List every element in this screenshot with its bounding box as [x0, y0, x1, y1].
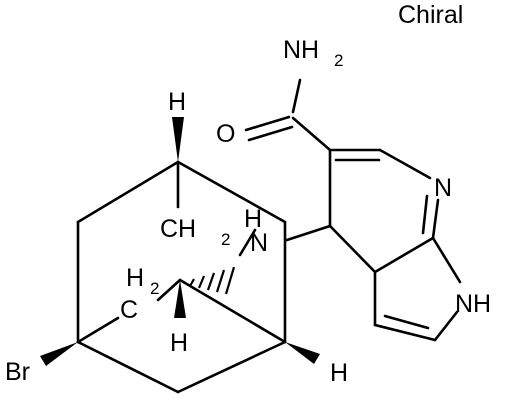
- amide-bonds: [244, 78, 332, 152]
- atom-labels: NH 2 O N NH H N Br H H H CH 2 H 2 C: [5, 36, 491, 387]
- ch2-lower-c-label: C: [120, 296, 138, 324]
- amine-h-label: H: [244, 205, 262, 233]
- hashed-bond: [189, 266, 236, 295]
- stereo-wedges: [40, 117, 320, 366]
- ch2-lower-subscript: 2: [150, 279, 159, 298]
- pyridine-n-label: N: [434, 174, 452, 202]
- carbonyl-o-label: O: [216, 120, 235, 148]
- amide-nh-label: NH: [283, 36, 319, 64]
- adamantane-bonds: [76, 160, 287, 394]
- bromine-label: Br: [5, 358, 30, 386]
- chiral-label: Chiral: [398, 1, 463, 29]
- amide-nh-subscript: 2: [334, 51, 343, 70]
- pyrrole-nh-label: NH: [455, 290, 491, 318]
- h-top-label: H: [168, 88, 186, 116]
- amine-bonds: [238, 224, 332, 257]
- ch2-lower-h-label: H: [126, 264, 144, 292]
- azaindole-bonds: [328, 148, 462, 342]
- ch2-upper-subscript: 2: [221, 230, 230, 249]
- h-center-label: H: [170, 329, 188, 357]
- amine-n-label: N: [250, 229, 268, 257]
- ch2-upper-label: CH: [160, 215, 196, 243]
- h-bottom-right-label: H: [330, 359, 348, 387]
